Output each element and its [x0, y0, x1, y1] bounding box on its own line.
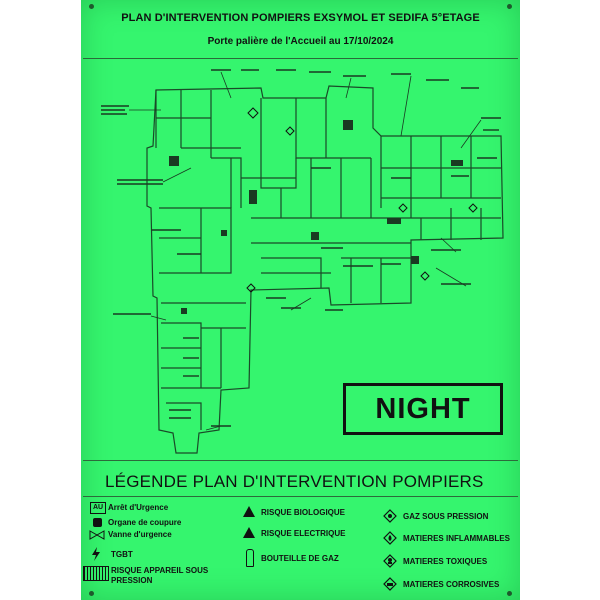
legend-divider	[83, 460, 518, 461]
evacuation-plan-board: PLAN D'INTERVENTION POMPIERS EXSYMOL ET …	[81, 0, 520, 600]
plan-subtitle: Porte palière de l'Accueil au 17/10/2024	[207, 36, 394, 47]
au-icon: AU	[90, 502, 106, 514]
legend-label: Organe de coupure	[108, 518, 182, 527]
legend-label: Arrêt d'Urgence	[108, 503, 169, 512]
legend-label: BOUTEILLE DE GAZ	[261, 554, 339, 563]
legend-label: RISQUE APPAREIL SOUS PRESSION	[111, 566, 209, 585]
legend-title: LÉGENDE PLAN D'INTERVENTION POMPIERS	[105, 472, 484, 491]
electric-hazard-icon	[243, 527, 255, 538]
legend-label: RISQUE ELECTRIQUE	[261, 529, 346, 538]
lightning-icon	[92, 547, 100, 561]
legend-label: GAZ SOUS PRESSION	[403, 512, 489, 521]
toxic-icon	[383, 554, 397, 568]
legend-divider	[83, 496, 518, 497]
legend-label: TGBT	[111, 550, 133, 559]
legend-label: Vanne d'urgence	[108, 530, 172, 539]
mounting-hole	[507, 591, 512, 596]
floor-plan-drawing	[101, 69, 504, 454]
gas-pressure-icon	[383, 509, 397, 523]
legend-label: MATIERES INFLAMMABLES	[403, 534, 510, 543]
plan-frame	[83, 58, 518, 459]
gas-cylinder-icon	[246, 549, 254, 567]
plan-title: PLAN D'INTERVENTION POMPIERS EXSYMOL ET …	[121, 12, 480, 24]
biohazard-icon	[243, 506, 255, 517]
legend-label: MATIERES CORROSIVES	[403, 580, 500, 589]
mounting-hole	[89, 591, 94, 596]
valve-icon	[89, 530, 105, 540]
flammable-icon	[383, 531, 397, 545]
legend-label: MATIERES TOXIQUES	[403, 557, 488, 566]
pressure-vessel-icon	[83, 566, 109, 581]
cutoff-icon	[93, 518, 102, 527]
mounting-hole	[89, 4, 94, 9]
corrosive-icon	[383, 577, 397, 591]
mounting-hole	[507, 4, 512, 9]
legend-label: RISQUE BIOLOGIQUE	[261, 508, 346, 517]
night-badge: NIGHT	[343, 383, 503, 435]
night-label: NIGHT	[375, 392, 471, 425]
